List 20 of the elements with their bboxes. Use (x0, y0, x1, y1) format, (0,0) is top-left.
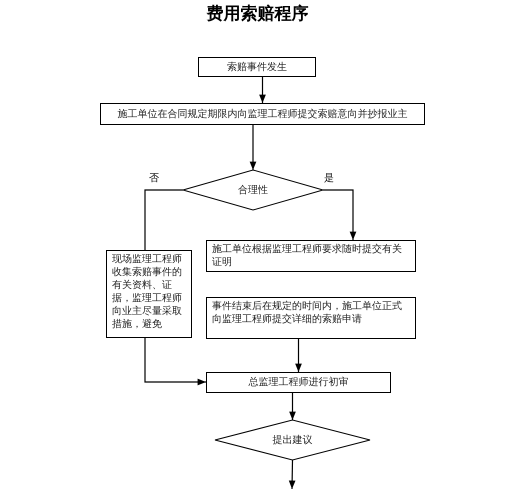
arrow (295, 339, 302, 372)
diagram-title: 费用索赔程序 (206, 3, 310, 25)
decision-text: 提出建议 (272, 434, 312, 447)
arrow (144, 338, 206, 386)
edge-label: 否 (148, 173, 160, 185)
edge-label: 是 (323, 173, 335, 185)
process-box: 施工单位根据监理工程师要求随时提交有关证明 (206, 240, 416, 272)
arrow (288, 460, 296, 490)
arrow (250, 125, 256, 170)
decision-diamond (215, 420, 370, 460)
process-box: 事件结束后在规定的时间内，施工单位正式向监理工程师提交详细的索赔申请 (206, 297, 416, 339)
arrow (323, 189, 356, 240)
process-box: 现场监理工程师收集索赔事件的有关资料、证据，监理工程师向业主尽量采取措施，避免 (106, 250, 192, 338)
decision-text: 合理性 (238, 184, 268, 197)
process-box: 施工单位在合同规定期限内向监理工程师提交索赔意向并抄报业主 (100, 103, 425, 125)
process-box: 总监理工程师进行初审 (206, 372, 391, 393)
decision-diamond (183, 170, 323, 210)
arrow (289, 393, 296, 420)
process-box: 索赔事件发生 (198, 57, 316, 77)
arrow (259, 77, 266, 103)
